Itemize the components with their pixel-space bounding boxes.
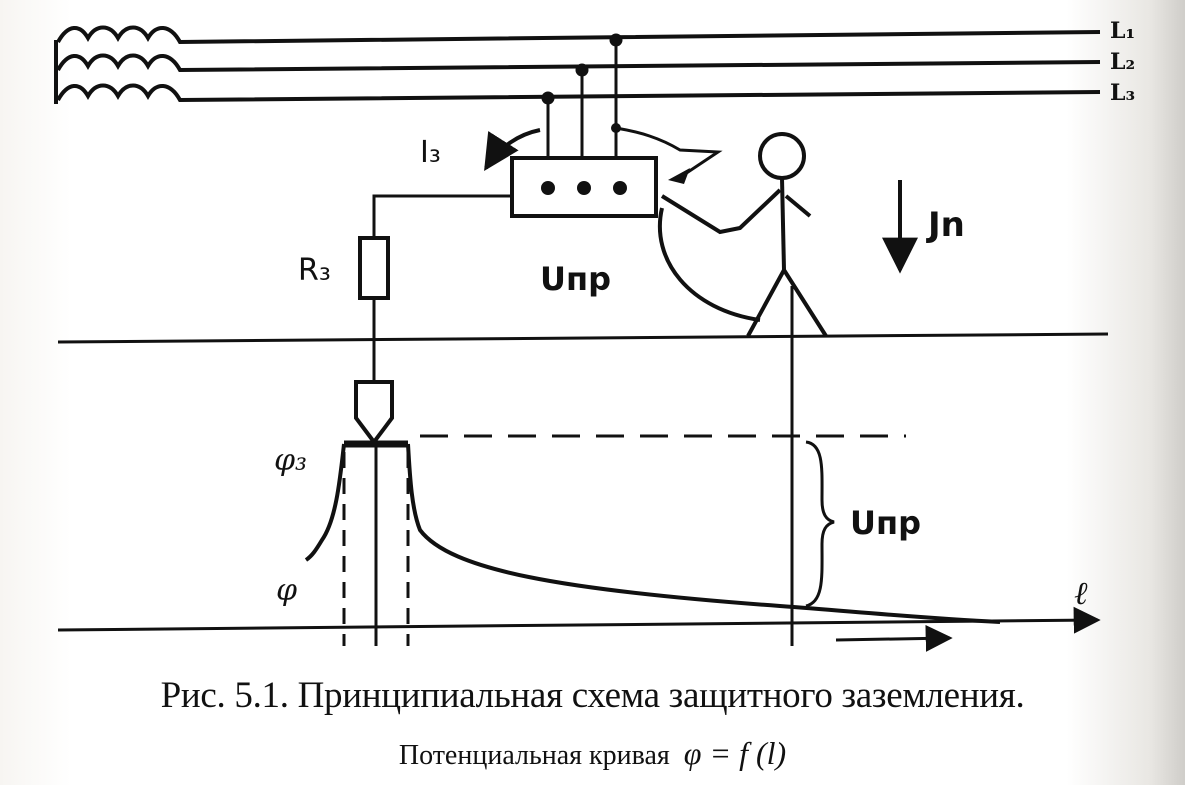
distance-axis-label: ℓ (1074, 574, 1088, 612)
direction-arrow (835, 624, 953, 652)
fault-current-arrow (484, 128, 541, 172)
winding-1 (56, 25, 1101, 45)
current-path-loop (657, 207, 761, 322)
person-arm (660, 188, 782, 235)
potential-formula: φ = f (l) (683, 735, 787, 771)
person-head (758, 132, 806, 180)
ground-electrode-cap (354, 380, 394, 446)
touch-voltage-label: Uпр (540, 260, 611, 298)
human-current-label: Jn (926, 205, 965, 245)
person-body (780, 177, 786, 271)
ground-resistor (358, 236, 390, 300)
grounding-diagram: L₁ L₂ L₃ I₃ R₃ (54, 18, 1135, 652)
ground-surface (57, 332, 1109, 344)
phase-label-l1: L₁ (1110, 18, 1135, 44)
potential-label: φ (276, 573, 297, 608)
ground-resistance-label: R₃ (298, 253, 331, 288)
figure-subcaption: Потенциальная кривая φ = f (l) (0, 735, 1185, 772)
potential-curve (304, 440, 1001, 624)
person-figure (657, 132, 828, 338)
winding-3 (56, 83, 1101, 103)
touch-voltage-bracket-label: Uпр (850, 504, 921, 542)
person-arm-back (784, 194, 812, 218)
subcaption-text: Потенциальная кривая (398, 740, 670, 771)
phase-label-l3: L₃ (1110, 80, 1135, 106)
equipment-housing (510, 156, 658, 218)
ground-potential-label: φ₃ (274, 443, 307, 478)
person-legs (746, 268, 828, 338)
figure-caption: Рис. 5.1. Принципиальная схема защитного… (160, 675, 1025, 716)
ground-electrode (342, 442, 410, 646)
housing-terminals (541, 181, 627, 195)
insulation-fault (615, 126, 723, 178)
phase-label-l2: L₂ (1110, 49, 1135, 75)
fault-current-label: I₃ (420, 135, 441, 170)
winding-2 (56, 53, 1101, 73)
touch-voltage-bracket (805, 440, 835, 608)
distance-axis (57, 606, 1101, 634)
transformer-windings (54, 25, 1101, 104)
grounding-conductor (372, 194, 512, 382)
phase-taps (541, 33, 623, 158)
